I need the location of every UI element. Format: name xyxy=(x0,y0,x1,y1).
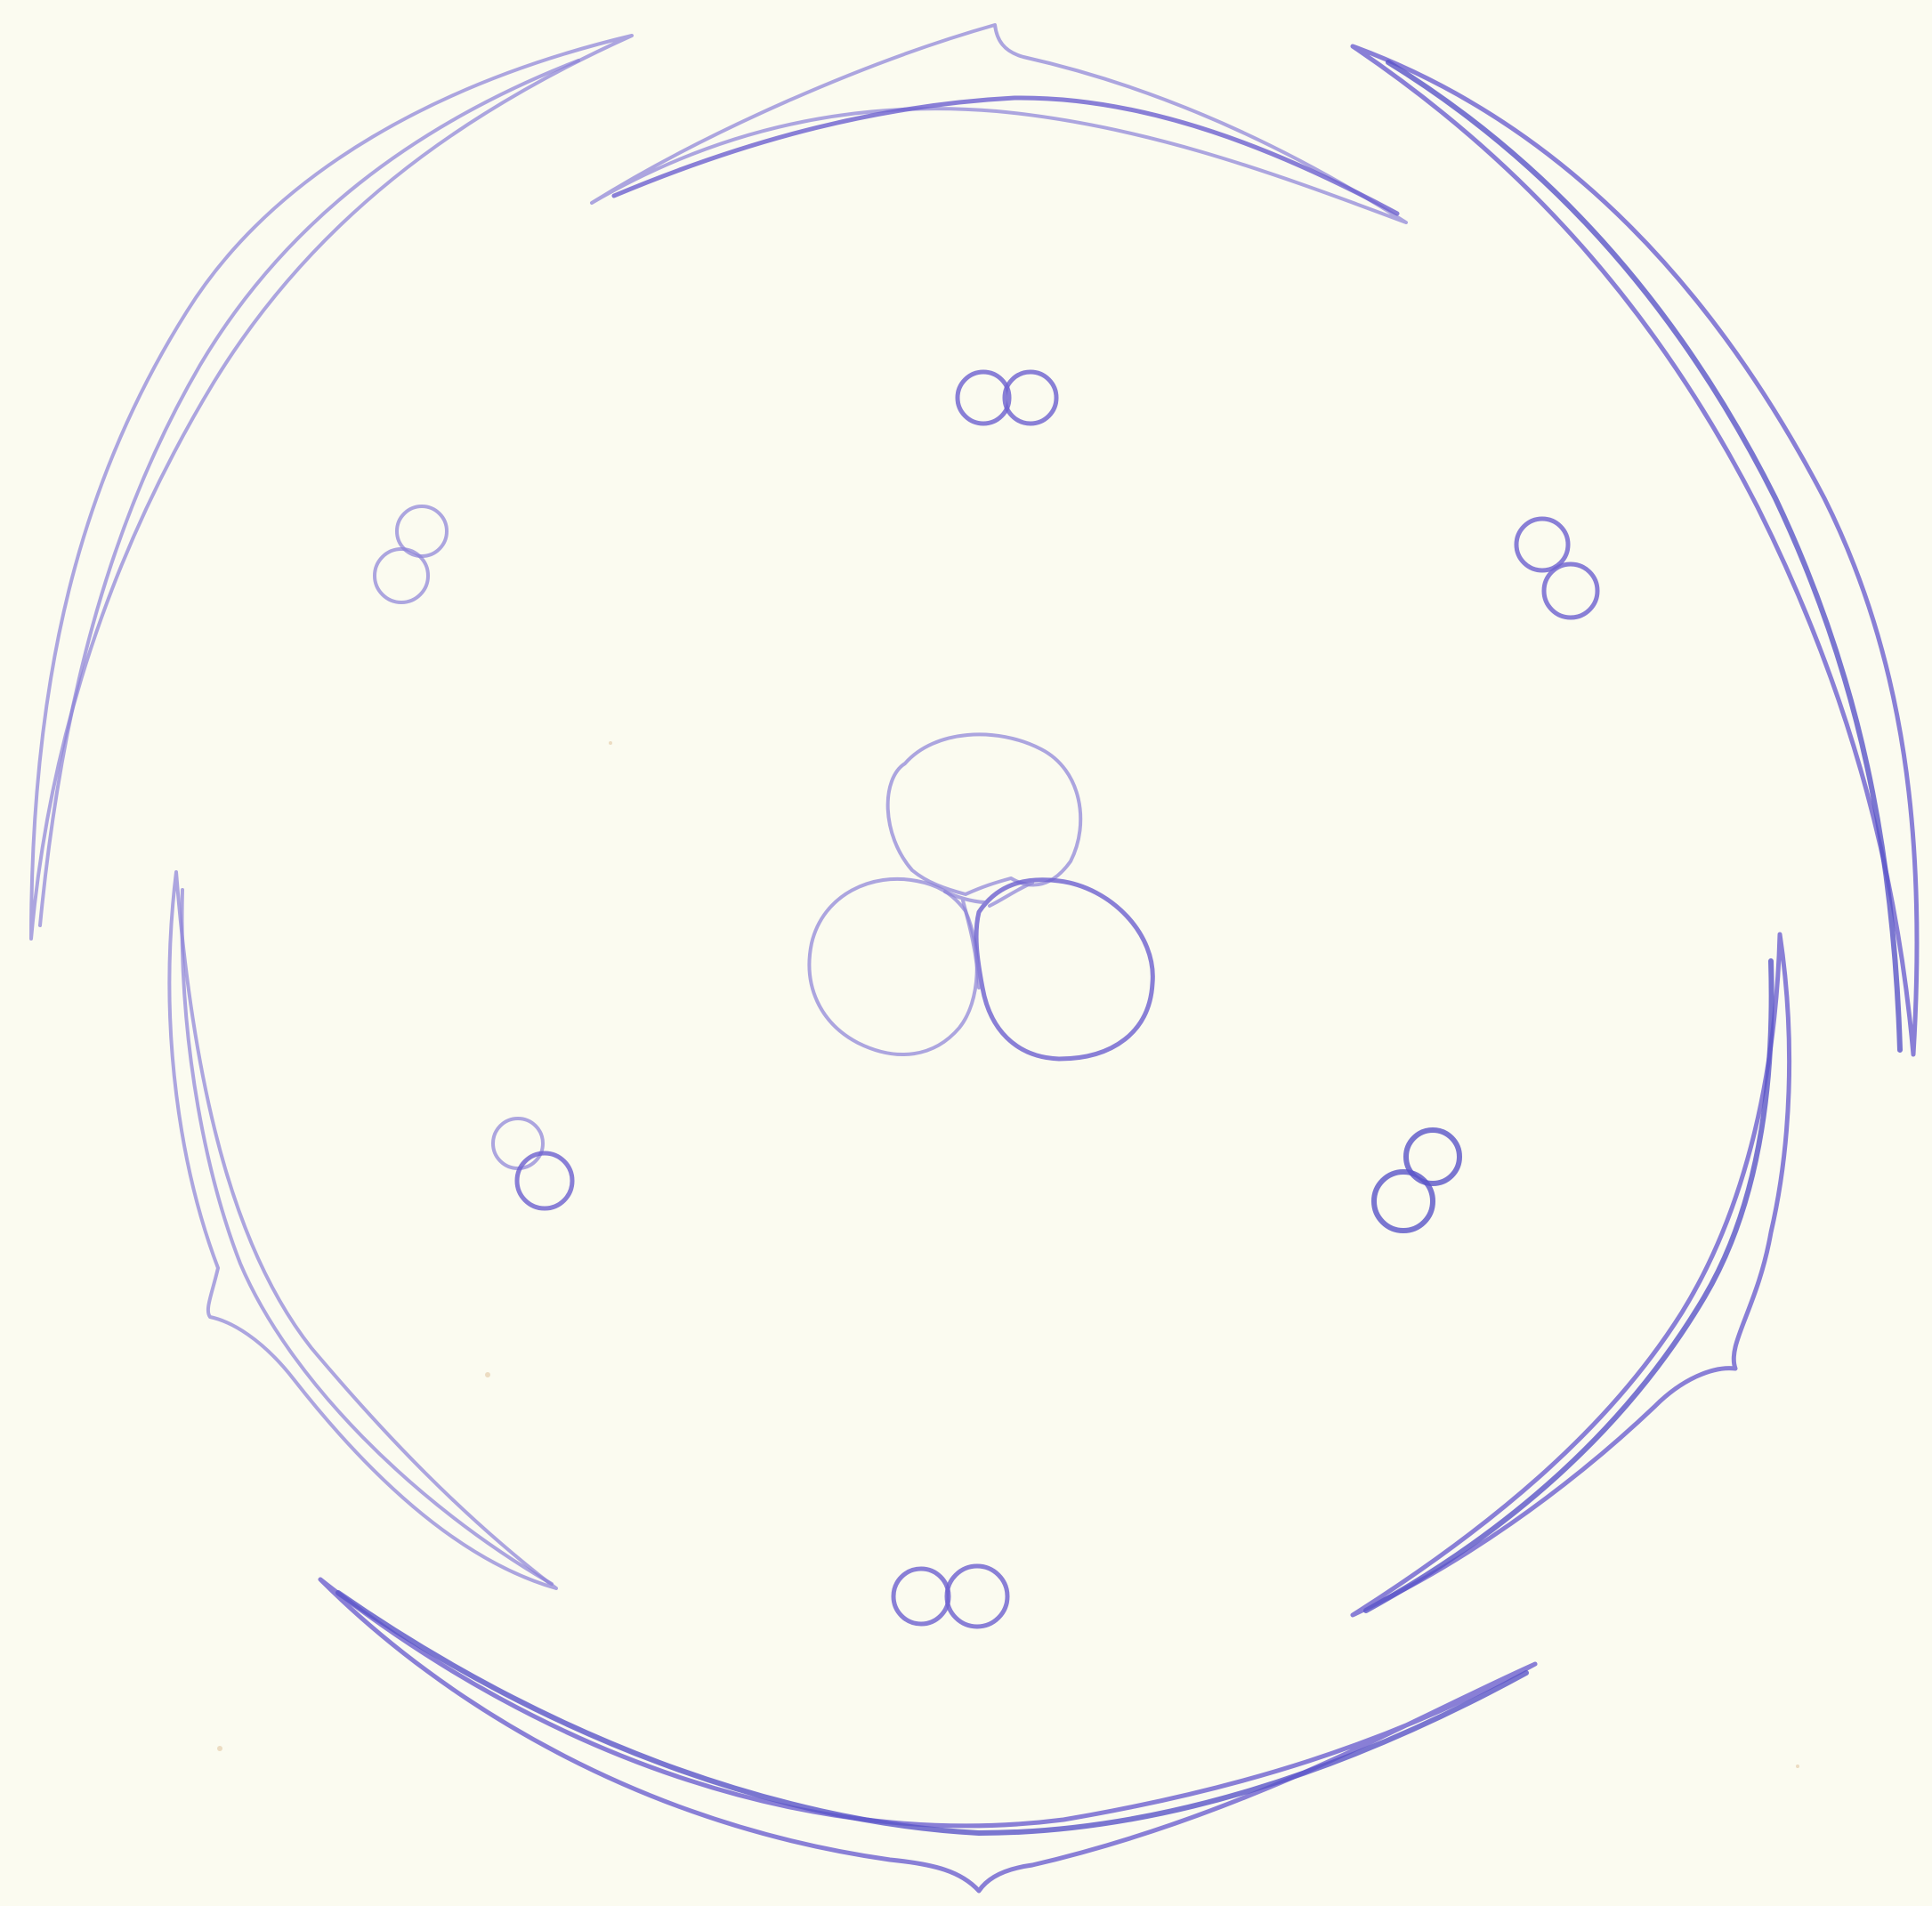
paper-speck xyxy=(1796,1765,1799,1768)
paper-speck xyxy=(609,741,612,745)
paper-speck xyxy=(217,1746,222,1751)
paper-speck xyxy=(485,1372,490,1377)
